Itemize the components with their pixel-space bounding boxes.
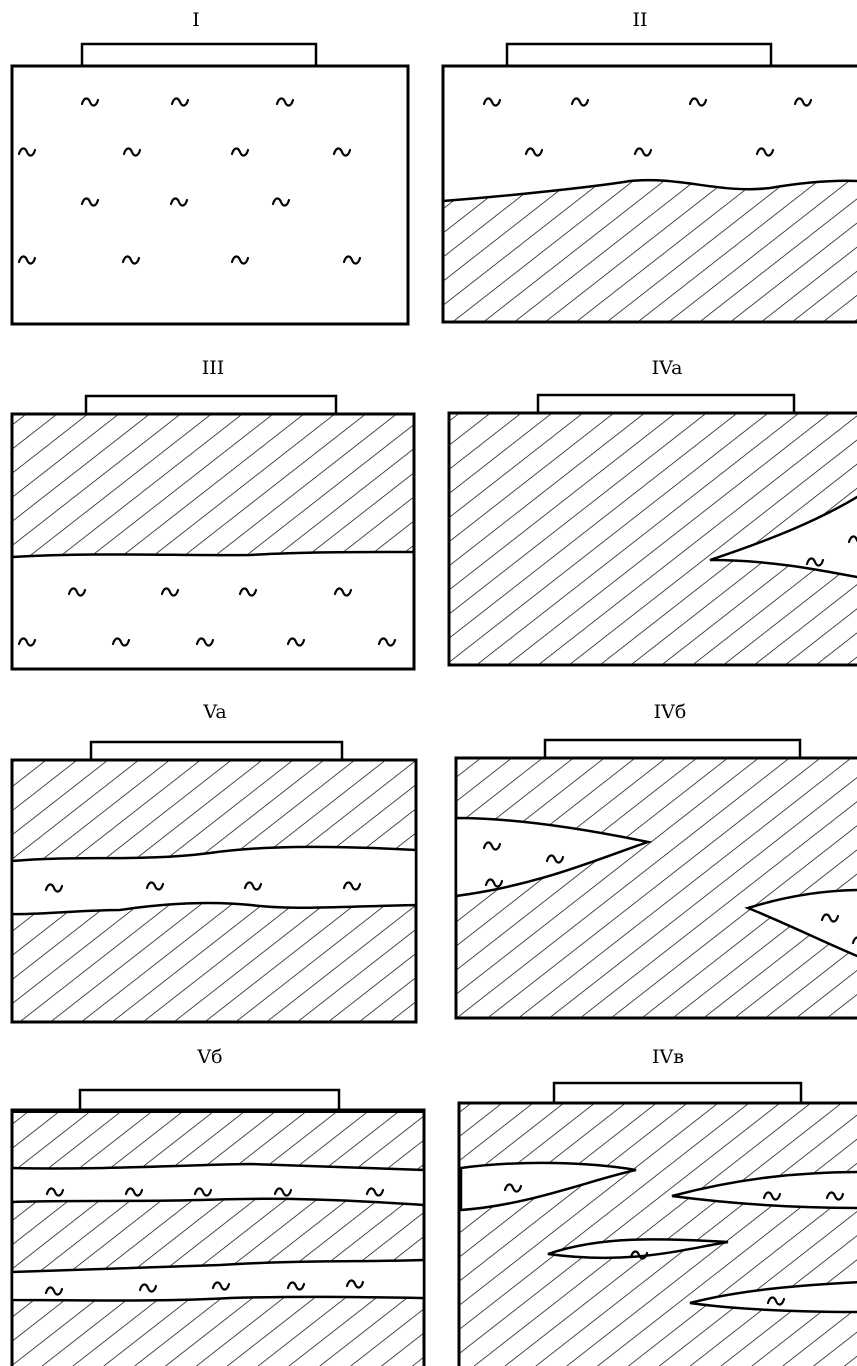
panel-6 (456, 740, 857, 1018)
section-box (12, 66, 408, 324)
panel-label-2: II (632, 9, 647, 31)
section-box (12, 1110, 424, 1366)
panel-label-7: Vб (196, 1046, 222, 1068)
panel-label-1: I (192, 9, 200, 31)
panel-3 (12, 396, 414, 669)
panel-2 (443, 44, 857, 322)
slab (538, 395, 794, 413)
slab (86, 396, 336, 414)
panel-label-6: IVб (654, 701, 687, 723)
hatched-layer (443, 180, 857, 322)
slab (554, 1083, 801, 1103)
panel-1 (12, 44, 408, 324)
panel-label-3: III (202, 357, 225, 379)
slab (91, 742, 342, 760)
slab (545, 740, 800, 758)
hatched-layer (12, 414, 414, 557)
panel-label-5: Va (202, 701, 226, 723)
panel-4 (449, 395, 857, 665)
slab (507, 44, 771, 66)
panel-8 (459, 1083, 857, 1366)
panel-label-8: IVв (652, 1046, 684, 1068)
slab (80, 1090, 339, 1110)
panel-5 (12, 742, 416, 1022)
section-box (459, 1103, 857, 1366)
panel-7 (12, 1090, 424, 1366)
slab (82, 44, 316, 66)
band (12, 1164, 424, 1205)
panel-label-4: IVa (652, 357, 683, 379)
section-box (456, 758, 857, 1018)
